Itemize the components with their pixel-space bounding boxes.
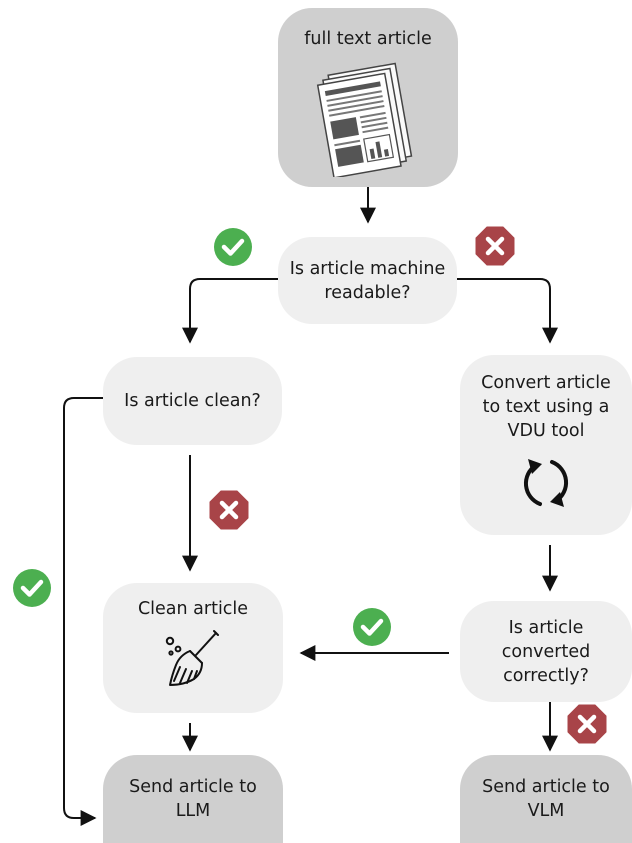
arrow-readable-to-convert [457,278,558,344]
x-octagon-icon [567,704,607,744]
x-octagon-icon [209,490,249,530]
check-circle-icon [13,569,51,607]
x-octagon-icon [475,226,515,266]
check-circle-icon [353,608,391,646]
convert-node-label: Convert article to text using a VDU tool [481,373,611,441]
clean-question-label: Is article clean? [124,391,261,411]
refresh-cycle-icon [523,459,569,507]
start-node: full text article [278,8,458,187]
clean-action-label: Clean article [137,599,249,619]
check-circle-icon [214,228,252,266]
send-llm-label: Send article to LLM [129,777,257,821]
send-vlm-node: Send article to VLM [460,755,632,843]
start-node-label: full text article [304,29,432,49]
converted-question-label: Is article converted correctly? [501,617,591,686]
newspaper-icon [316,62,413,177]
send-llm-node: Send article to LLM [103,755,283,843]
readable-question-node: Is article machine readable? [278,237,457,324]
arrow-readable-to-clean [182,278,278,344]
converted-question-node: Is article converted correctly? [460,601,632,702]
convert-node: Convert article to text using a VDU tool [460,355,632,535]
clean-action-node: Clean article [103,583,283,713]
clean-question-node: Is article clean? [103,357,282,445]
arrow-clean-to-llm [63,397,103,826]
broom-icon [165,630,219,686]
readable-question-label: Is article machine readable? [289,258,446,303]
send-vlm-label: Send article to VLM [482,777,610,821]
